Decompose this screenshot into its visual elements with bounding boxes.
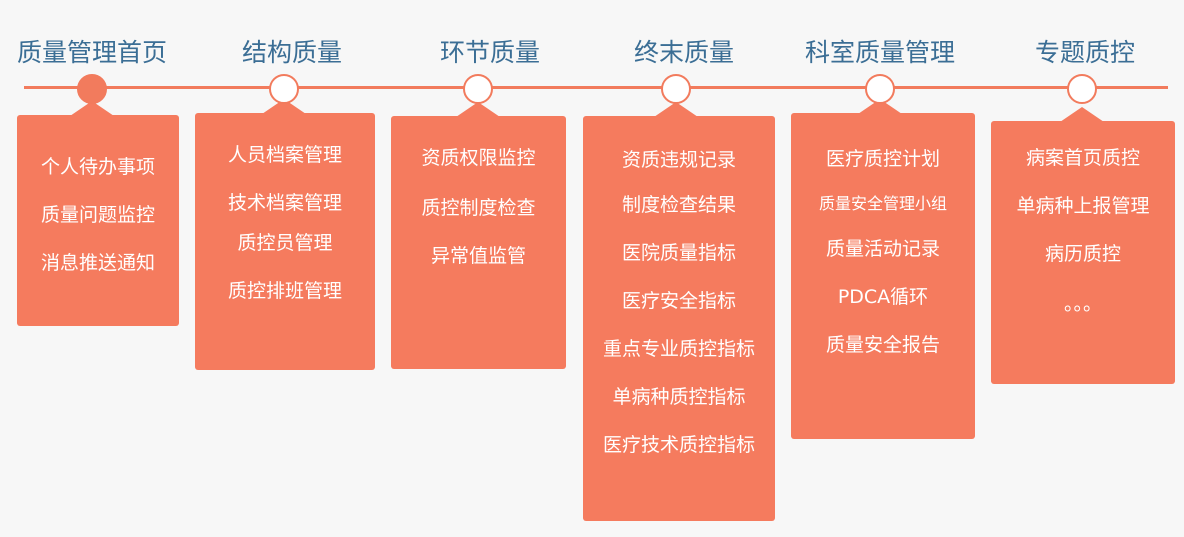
menu-item-qc-plan[interactable]: 医疗质控计划: [825, 148, 940, 170]
section-title-process-quality[interactable]: 环节质量: [439, 38, 541, 67]
timeline-node-structure-quality[interactable]: [269, 74, 299, 104]
timeline-node-process-quality[interactable]: [463, 74, 493, 104]
timeline-node-final-quality[interactable]: [661, 74, 691, 104]
menu-item-check-result[interactable]: 制度检查结果: [621, 194, 736, 216]
menu-item-safety-team[interactable]: 质量安全管理小组: [818, 194, 947, 213]
card-dept-quality: 医疗质控计划 质量安全管理小组 质量活动记录 PDCA循环 质量安全报告: [791, 113, 975, 439]
card-final-quality: 资质违规记录 制度检查结果 医院质量指标 医疗安全指标 重点专业质控指标 单病种…: [583, 116, 775, 521]
menu-item-message-push[interactable]: 消息推送通知: [40, 252, 155, 274]
menu-item-abnormal-value[interactable]: 异常值监管: [430, 245, 526, 267]
menu-item-case-front-page-qc[interactable]: 病案首页质控: [1025, 147, 1140, 169]
menu-item-key-specialty-index[interactable]: 重点专业质控指标: [602, 338, 755, 360]
section-title-final-quality[interactable]: 终末质量: [633, 38, 735, 67]
timeline-node-dept-quality[interactable]: [865, 74, 895, 104]
menu-item-hospital-quality-index[interactable]: 医院质量指标: [621, 242, 736, 264]
menu-item-qualification-monitor[interactable]: 资质权限监控: [421, 147, 536, 169]
menu-item-medical-safety-index[interactable]: 医疗安全指标: [621, 290, 736, 312]
menu-item-activity-record[interactable]: 质量活动记录: [825, 238, 940, 260]
menu-item-single-disease-report[interactable]: 单病种上报管理: [1016, 195, 1150, 217]
card-process-quality: 资质权限监控 质控制度检查 异常值监管: [391, 116, 566, 369]
menu-item-medical-tech-index[interactable]: 医疗技术质控指标: [602, 434, 755, 456]
menu-item-qc-system-check[interactable]: 质控制度检查: [421, 197, 536, 219]
card-special-qc: 病案首页质控 单病种上报管理 病历质控 。。。: [991, 121, 1175, 384]
menu-item-personal-todo[interactable]: 个人待办事项: [40, 156, 155, 178]
section-title-quality-home[interactable]: 质量管理首页: [16, 38, 168, 67]
menu-item-violation-record[interactable]: 资质违规记录: [621, 149, 736, 171]
section-title-dept-quality[interactable]: 科室质量管理: [804, 38, 956, 67]
menu-item-safety-report[interactable]: 质量安全报告: [825, 334, 940, 356]
section-title-special-qc[interactable]: 专题质控: [1034, 38, 1136, 67]
menu-item-qc-schedule[interactable]: 质控排班管理: [227, 280, 342, 302]
menu-item-qc-staff[interactable]: 质控员管理: [237, 232, 333, 254]
timeline-line: [24, 86, 1168, 89]
card-quality-home: 个人待办事项 质量问题监控 消息推送通知: [17, 115, 179, 326]
menu-item-tech-archive[interactable]: 技术档案管理: [227, 192, 342, 214]
menu-item-medical-record-qc[interactable]: 病历质控: [1044, 243, 1121, 265]
menu-item-pdca[interactable]: PDCA循环: [837, 286, 929, 308]
section-title-structure-quality[interactable]: 结构质量: [241, 38, 343, 67]
timeline-node-special-qc[interactable]: [1067, 74, 1097, 104]
menu-item-single-disease-index[interactable]: 单病种质控指标: [612, 386, 746, 408]
menu-item-staff-archive[interactable]: 人员档案管理: [227, 144, 342, 166]
timeline-node-quality-home[interactable]: [77, 74, 107, 104]
menu-item-quality-issue-monitor[interactable]: 质量问题监控: [40, 204, 155, 226]
card-structure-quality: 人员档案管理 技术档案管理 质控员管理 质控排班管理: [195, 113, 375, 370]
menu-item-more-ellipsis: 。。。: [1063, 293, 1102, 315]
